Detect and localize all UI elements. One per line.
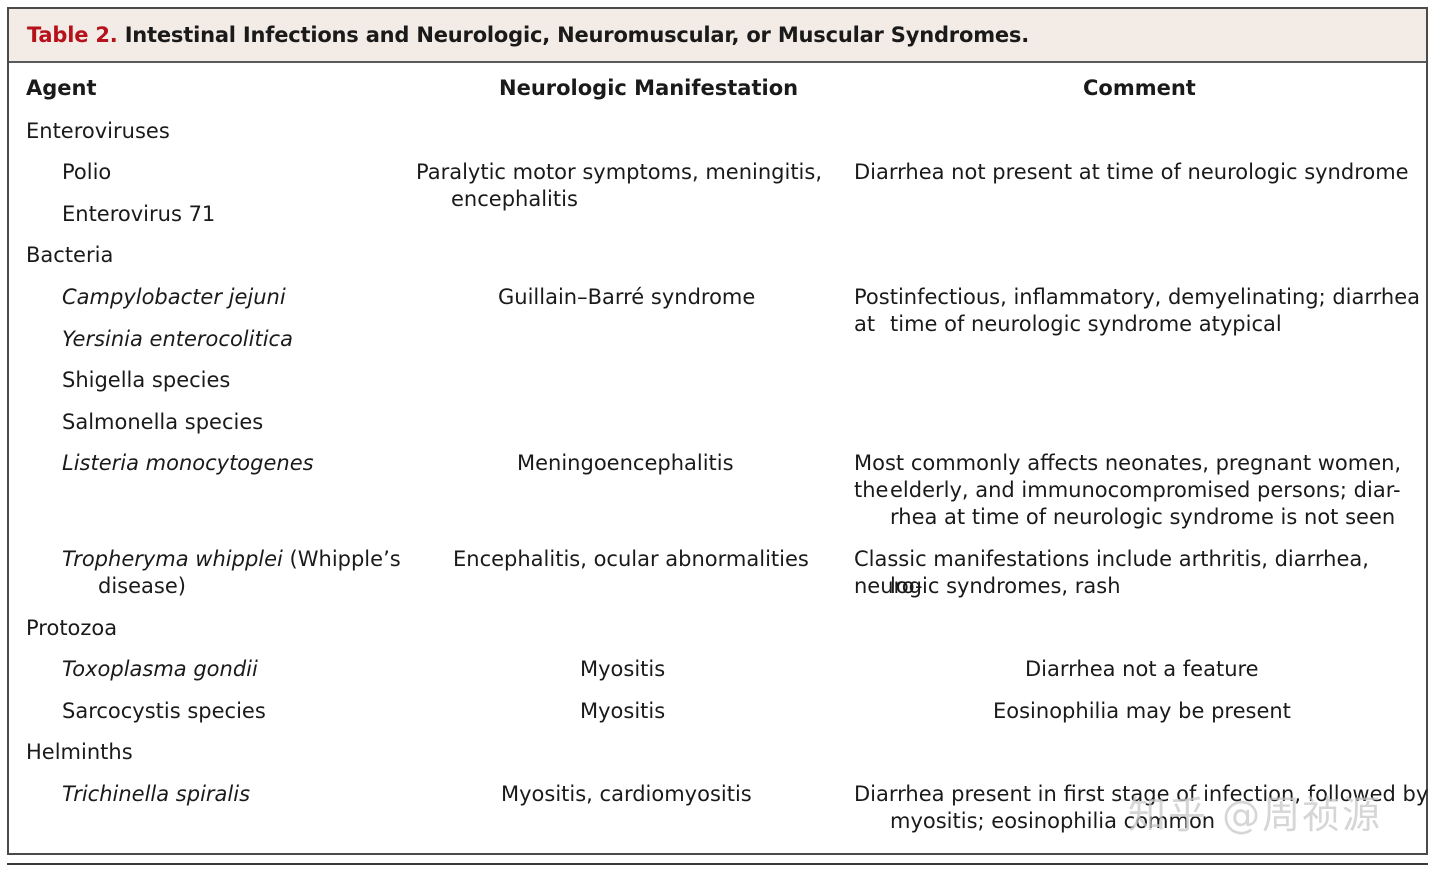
comment-trichinella-line1: Diarrhea present in first stage of infec… (854, 782, 1429, 806)
manifestation-sarcocystis: Myositis (580, 699, 666, 723)
comment-sarcocystis: Eosinophilia may be present (993, 699, 1291, 723)
agent-tropheryma-name: Tropheryma whipplei (62, 547, 283, 571)
comment-listeria-line2: elderly, and immunocompromised persons; … (890, 478, 1401, 502)
manifestation-listeria: Meningoencephalitis (517, 451, 734, 475)
agent-campylobacter: Campylobacter jejuni (62, 285, 286, 309)
column-header-agent: Agent (26, 76, 97, 100)
manifestation-trichinella: Myositis, cardiomyositis (501, 782, 752, 806)
comment-campylobacter-line1: Postinfectious, inflammatory, demyelinat… (854, 285, 1420, 336)
agent-polio: Polio (62, 160, 112, 184)
table-number: Table 2. (27, 23, 118, 47)
agent-tropheryma-note: (Whipple’s (282, 547, 401, 571)
manifestation-campylobacter: Guillain–Barré syndrome (498, 285, 756, 309)
column-header-manifestation: Neurologic Manifestation (499, 76, 799, 100)
group-enteroviruses: Enteroviruses (26, 119, 170, 143)
table-title: Table 2. Intestinal Infections and Neuro… (27, 23, 1029, 47)
agent-enterovirus-71: Enterovirus 71 (62, 202, 216, 226)
agent-toxoplasma: Toxoplasma gondii (62, 657, 258, 681)
bottom-rule (7, 863, 1428, 865)
table-frame: Table 2. Intestinal Infections and Neuro… (7, 7, 1428, 855)
manifestation-polio-line1: Paralytic motor symptoms, meningitis, (416, 160, 823, 184)
manifestation-polio-line2: encephalitis (451, 187, 578, 211)
agent-trichinella: Trichinella spiralis (62, 782, 251, 806)
comment-trichinella-line2: myositis; eosinophilia common (890, 809, 1216, 833)
comment-listeria-line1: Most commonly affects neonates, pregnant… (854, 451, 1402, 502)
agent-listeria: Listeria monocytogenes (62, 451, 314, 475)
agent-shigella: Shigella species (62, 368, 231, 392)
comment-tropheryma-line2: logic syndromes, rash (890, 574, 1121, 598)
comment-campylobacter-line2: time of neurologic syndrome atypical (890, 312, 1282, 336)
group-bacteria: Bacteria (26, 243, 114, 267)
agent-salmonella: Salmonella species (62, 410, 264, 434)
group-helminths: Helminths (26, 740, 133, 764)
comment-toxoplasma: Diarrhea not a feature (1025, 657, 1259, 681)
agent-tropheryma: Tropheryma whipplei (Whipple’s (62, 546, 401, 573)
watermark: 知乎 @周祯源 (1128, 793, 1383, 837)
comment-listeria-line3: rhea at time of neurologic syndrome is n… (890, 505, 1396, 529)
agent-tropheryma-line2: disease) (98, 574, 186, 598)
column-header-comment: Comment (1083, 76, 1196, 100)
manifestation-toxoplasma: Myositis (580, 657, 666, 681)
agent-yersinia: Yersinia enterocolitica (62, 327, 293, 351)
table-caption: Intestinal Infections and Neurologic, Ne… (124, 23, 1030, 47)
agent-sarcocystis: Sarcocystis species (62, 699, 266, 723)
table-title-bar: Table 2. Intestinal Infections and Neuro… (9, 9, 1426, 63)
group-protozoa: Protozoa (26, 616, 118, 640)
comment-polio: Diarrhea not present at time of neurolog… (854, 160, 1409, 184)
comment-tropheryma-line1: Classic manifestations include arthritis… (854, 547, 1369, 598)
manifestation-tropheryma: Encephalitis, ocular abnormalities (453, 547, 809, 571)
